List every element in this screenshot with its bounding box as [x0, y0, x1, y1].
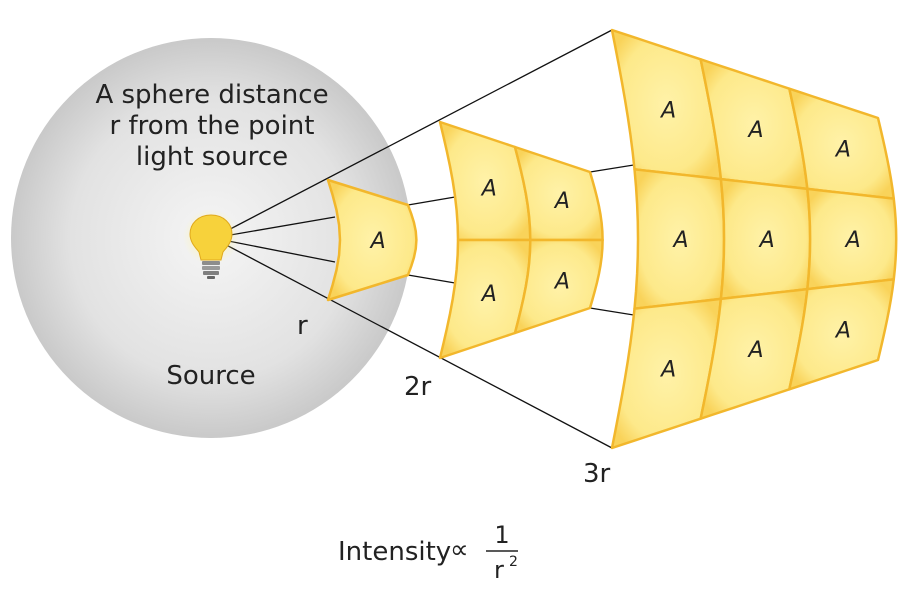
connector — [589, 163, 641, 173]
area-cell — [788, 278, 896, 391]
formula-numerator: 1 — [494, 521, 509, 549]
distance-label-2r: 2r — [404, 372, 432, 402]
rays — [212, 29, 641, 449]
formula-exponent: 2 — [509, 554, 518, 570]
area-cell-label: A — [480, 282, 497, 307]
surface-r: A — [326, 178, 418, 302]
area-cell-label: A — [747, 118, 764, 143]
area-cell-label: A — [553, 269, 570, 294]
area-cell — [326, 178, 418, 302]
connector — [407, 274, 456, 284]
source-label: Source — [166, 361, 255, 391]
area-cell-label: A — [758, 228, 775, 253]
area-cell-label: A — [480, 176, 497, 201]
radius-label-r: r — [297, 311, 308, 341]
surface-2r: A A A A — [438, 120, 604, 360]
area-cell-label: A — [369, 229, 386, 254]
area-cell-label: A — [659, 358, 676, 383]
distance-label-3r: 3r — [583, 459, 611, 489]
proportional-symbol: ∝ — [450, 535, 469, 565]
connector — [407, 196, 456, 206]
formula-lhs: Intensity — [338, 537, 451, 567]
ray-bottom — [212, 237, 613, 449]
area-cell-label: A — [844, 228, 861, 253]
sphere-caption-line-1: A sphere distance — [95, 80, 328, 110]
area-cell-label: A — [834, 318, 851, 343]
sphere-caption-line-2: r from the point — [110, 111, 315, 141]
ray-top — [212, 29, 613, 239]
formula: Intensity ∝ 1 r 2 — [338, 521, 518, 584]
area-cell-label: A — [834, 138, 851, 163]
surface-3r: A A A A A A A A A — [610, 28, 898, 450]
connector — [589, 307, 641, 317]
formula-denominator: r — [494, 556, 504, 584]
sphere-caption-line-3: light source — [136, 142, 288, 172]
area-cell-label: A — [672, 228, 689, 253]
area-cell-label: A — [659, 98, 676, 123]
area-cell — [513, 238, 604, 335]
area-cell-label: A — [553, 189, 570, 214]
light-bulb-icon — [183, 209, 239, 279]
area-cell-label: A — [747, 338, 764, 363]
